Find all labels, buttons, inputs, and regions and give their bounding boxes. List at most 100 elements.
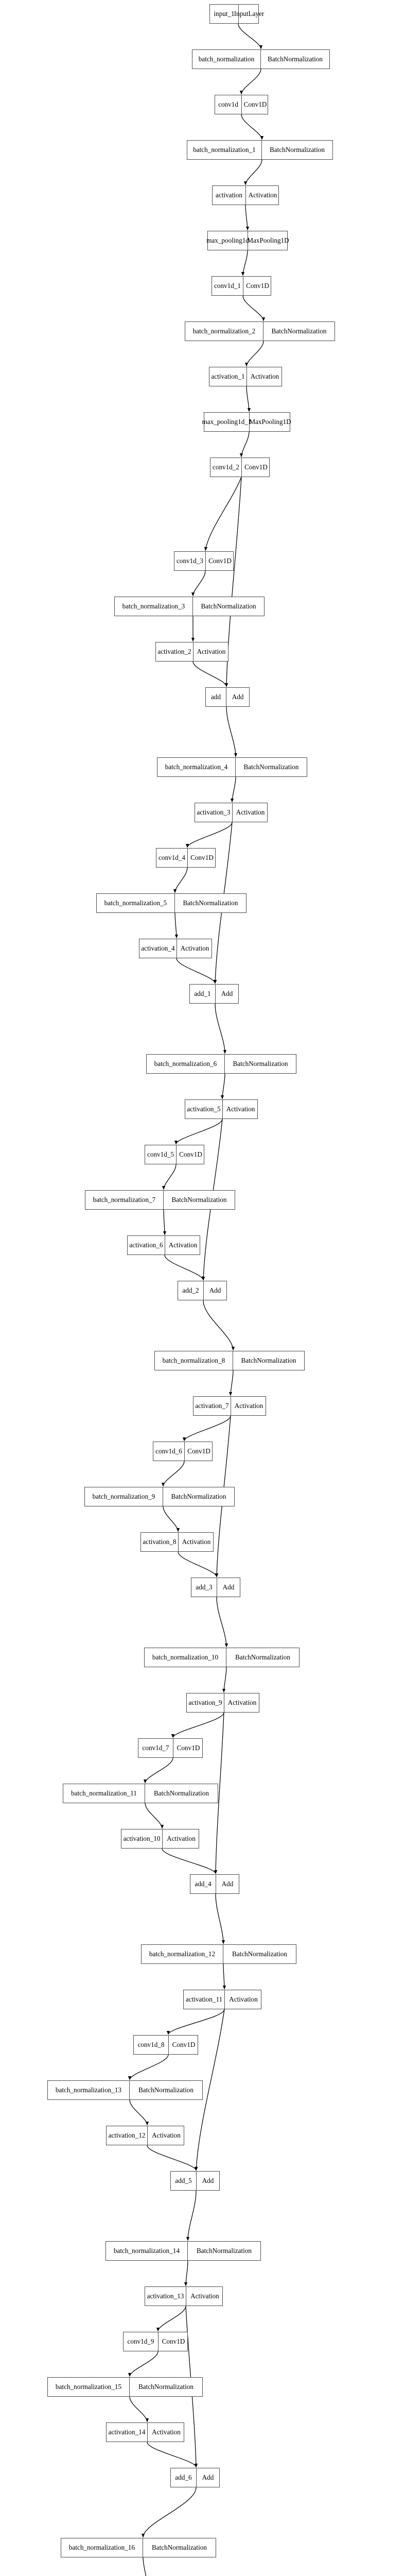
layer-node-activation_2[interactable]: activation_2 Activation: [155, 642, 228, 662]
layer-class-label: Conv1D: [177, 1744, 200, 1752]
layer-class-label: BatchNormalization: [271, 327, 327, 335]
layer-class-label: Conv1D: [190, 854, 214, 862]
layer-name-label: max_pooling1d_1: [202, 413, 252, 431]
layer-class-label: BatchNormalization: [233, 1060, 288, 1068]
layer-name-label: activation_9: [187, 1693, 224, 1712]
layer-node-batch_normalization_6[interactable]: batch_normalization_6 BatchNormalization: [146, 1054, 296, 1074]
layer-class-label: MaxPooling1D: [247, 236, 289, 245]
layer-class-label: Add: [202, 2473, 214, 2482]
layer-name-label: add_5: [171, 2172, 197, 2190]
layer-name-label: batch_normalization_4: [157, 758, 236, 776]
layer-class-label: BatchNormalization: [243, 763, 299, 771]
layer-class-label: Add: [209, 1286, 221, 1295]
layer-class-label: BatchNormalization: [154, 1789, 209, 1798]
layer-class-label: Add: [202, 2177, 214, 2185]
layer-name-label: input_1: [210, 5, 239, 23]
layer-class-label: BatchNormalization: [183, 899, 238, 907]
layer-class-label: Activation: [236, 808, 265, 817]
layer-class-label: Activation: [182, 1538, 211, 1546]
layer-class-label: BatchNormalization: [197, 2247, 252, 2255]
layer-name-label: conv1d_9: [124, 2332, 159, 2351]
layer-class-label: Conv1D: [246, 282, 269, 290]
layer-name-label: activation_2: [156, 642, 193, 661]
layer-name-label: activation_10: [121, 1829, 163, 1848]
layer-name-label: add_4: [190, 1875, 216, 1893]
layer-node-batch_normalization_4[interactable]: batch_normalization_4 BatchNormalization: [157, 757, 307, 777]
layer-name-label: batch_normalization_6: [147, 1055, 225, 1073]
layer-node-batch_normalization_9[interactable]: batch_normalization_9 BatchNormalization: [84, 1487, 235, 1506]
layer-name-label: activation_6: [128, 1236, 165, 1255]
layer-node-batch_normalization_5[interactable]: batch_normalization_5 BatchNormalization: [96, 893, 246, 913]
layer-class-label: Conv1D: [187, 1447, 210, 1455]
layer-class-label: BatchNormalization: [138, 2383, 193, 2391]
layer-name-label: batch_normalization_9: [85, 1487, 163, 1506]
layer-name-label: conv1d_1: [212, 277, 243, 295]
layer-name-label: activation_8: [141, 1533, 179, 1551]
layer-name-label: activation_3: [195, 803, 233, 822]
layer-class-label: InputLayer: [234, 10, 265, 18]
layer-class-label: Activation: [248, 191, 277, 199]
layer-class-label: Conv1D: [162, 2337, 185, 2346]
layer-name-label: conv1d_2: [210, 458, 242, 477]
layer-class-label: Conv1D: [208, 557, 232, 565]
layer-class-label: BatchNormalization: [270, 146, 325, 154]
layer-class-label: BatchNormalization: [171, 1196, 227, 1204]
layer-class-label: MaxPooling1D: [249, 418, 291, 426]
layer-name-label: conv1d_8: [134, 2036, 169, 2054]
layer-name-label: batch_normalization_5: [97, 894, 175, 912]
layer-class-label: Add: [232, 693, 244, 701]
layer-name-label: batch_normalization_16: [61, 2538, 143, 2557]
layer-class-label: Activation: [197, 648, 226, 656]
layer-class-label: BatchNormalization: [235, 1653, 290, 1662]
layer-node-add_5[interactable]: add_5 Add: [170, 2171, 220, 2191]
layer-name-label: activation_11: [184, 1990, 225, 2009]
layer-class-label: BatchNormalization: [171, 1493, 226, 1501]
